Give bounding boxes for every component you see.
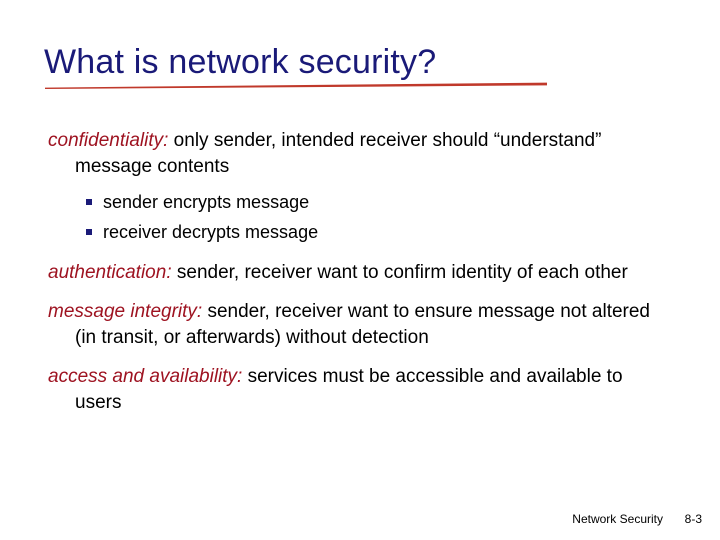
list-item: sender encrypts message [48, 187, 668, 217]
bullet-authentication: authentication: sender, receiver want to… [48, 260, 668, 286]
term-authentication: authentication: [48, 262, 172, 283]
square-bullet-icon [86, 229, 92, 235]
spacer [48, 247, 668, 260]
slide-footer: Network Security 8-3 [0, 511, 720, 527]
page-title: What is network security? [44, 43, 437, 81]
term-access-and-availability: access and availability: [48, 366, 243, 387]
text-authentication: sender, receiver want to confirm identit… [171, 262, 628, 283]
spacer [48, 351, 668, 364]
sub-bullet-list-confidentiality: sender encrypts message receiver decrypt… [48, 187, 668, 247]
bullet-confidentiality: confidentiality: only sender, intended r… [48, 128, 668, 180]
list-item-label: receiver decrypts message [103, 222, 319, 242]
spacer [48, 286, 668, 299]
slide-number: 8-3 [684, 512, 702, 526]
text-access-and-availability: services must be accessible and availabl… [75, 366, 623, 413]
list-item-label: sender encrypts message [103, 192, 310, 212]
title-underline-rule [45, 82, 547, 89]
slide-body: confidentiality: only sender, intended r… [48, 128, 668, 416]
term-message-integrity: message integrity: [48, 301, 203, 322]
spacer [48, 180, 668, 187]
footer-label: Network Security [572, 512, 663, 526]
text-confidentiality: only sender, intended receiver should “u… [75, 130, 602, 177]
bullet-access-and-availability: access and availability: services must b… [48, 364, 668, 416]
list-item: receiver decrypts message [48, 217, 668, 247]
square-bullet-icon [86, 199, 92, 205]
text-message-integrity: sender, receiver want to ensure message … [75, 301, 650, 348]
bullet-message-integrity: message integrity: sender, receiver want… [48, 299, 668, 351]
term-confidentiality: confidentiality: [48, 130, 169, 151]
